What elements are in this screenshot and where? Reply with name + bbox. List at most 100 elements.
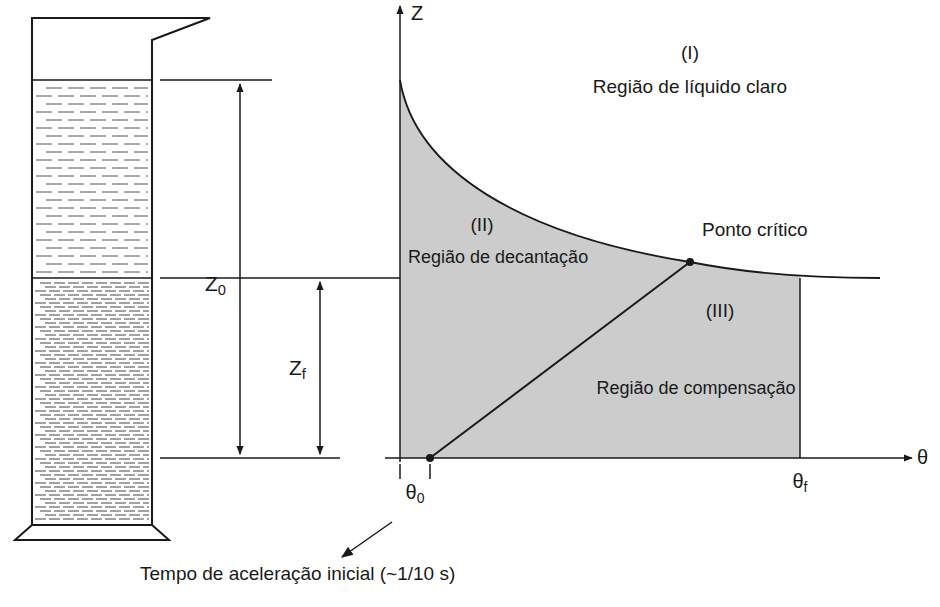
hatch-stroke bbox=[36, 144, 52, 145]
hatch-stroke bbox=[73, 407, 84, 408]
hatch-stroke bbox=[105, 387, 116, 388]
hatch-stroke bbox=[49, 303, 60, 304]
hatch-stroke bbox=[143, 287, 149, 288]
hatch-stroke bbox=[91, 483, 102, 484]
hatch-stroke bbox=[110, 343, 121, 344]
hatch-stroke bbox=[101, 383, 112, 384]
hatch-stroke bbox=[147, 351, 149, 352]
hatch-stroke bbox=[119, 399, 130, 400]
hatch-stroke bbox=[68, 343, 79, 344]
hatch-stroke bbox=[54, 343, 65, 344]
hatch-stroke bbox=[147, 495, 149, 496]
hatch-stroke bbox=[49, 315, 60, 316]
hatch-stroke bbox=[124, 475, 135, 476]
hatch-stroke bbox=[63, 327, 74, 328]
hatch-stroke bbox=[87, 383, 98, 384]
hatch-stroke bbox=[115, 419, 126, 420]
hatch-stroke bbox=[87, 479, 98, 480]
hatch-stroke bbox=[119, 459, 130, 460]
hatch-stroke bbox=[138, 331, 149, 332]
hatch-stroke bbox=[40, 499, 51, 500]
hatch-stroke bbox=[90, 184, 106, 185]
hatch-stroke bbox=[35, 459, 46, 460]
hatch-stroke bbox=[77, 471, 88, 472]
hatch-stroke bbox=[101, 491, 112, 492]
hatch-stroke bbox=[112, 136, 128, 137]
hatch-stroke bbox=[110, 451, 121, 452]
hatch-stroke bbox=[110, 355, 121, 356]
hatch-stroke bbox=[82, 415, 93, 416]
hatch-stroke bbox=[59, 359, 70, 360]
hatch-stroke bbox=[105, 447, 116, 448]
theta-axis bbox=[385, 457, 912, 459]
liquid-surface bbox=[32, 79, 152, 81]
hatch-stroke bbox=[101, 371, 112, 372]
hatch-stroke bbox=[91, 507, 102, 508]
hatch-stroke bbox=[101, 503, 112, 504]
hatch-stroke bbox=[40, 415, 51, 416]
hatch-stroke bbox=[45, 383, 56, 384]
hatch-stroke bbox=[143, 431, 149, 432]
hatch-stroke bbox=[45, 359, 56, 360]
hatch-stroke bbox=[110, 283, 121, 284]
hatch-stroke bbox=[35, 519, 46, 520]
hatch-stroke bbox=[147, 507, 149, 508]
hatch-stroke bbox=[82, 427, 93, 428]
reference-lines bbox=[160, 80, 400, 458]
hatch-stroke bbox=[147, 519, 149, 520]
hatch-stroke bbox=[129, 299, 140, 300]
hatch-stroke bbox=[133, 327, 144, 328]
axis-label: Z bbox=[411, 2, 423, 25]
hatch-stroke bbox=[102, 112, 118, 113]
hatch-stroke bbox=[105, 315, 116, 316]
hatch-stroke bbox=[87, 311, 98, 312]
hatch-stroke bbox=[119, 507, 130, 508]
hatch-stroke bbox=[146, 224, 148, 225]
hatch-stroke bbox=[134, 168, 148, 169]
hatch-stroke bbox=[80, 224, 96, 225]
hatch-stroke bbox=[112, 104, 128, 105]
axis-label: θ bbox=[917, 446, 928, 469]
hatch-stroke bbox=[147, 447, 149, 448]
hatch-stroke bbox=[119, 315, 130, 316]
hatch-stroke bbox=[146, 112, 148, 113]
hatch-stroke bbox=[87, 407, 98, 408]
hatch-stroke bbox=[146, 208, 148, 209]
hatch-stroke bbox=[73, 503, 84, 504]
shaded-region bbox=[400, 80, 800, 458]
hatch-stroke bbox=[143, 359, 149, 360]
hatch-stroke bbox=[77, 339, 88, 340]
hatch-stroke bbox=[112, 264, 128, 265]
point-label: Ponto crítico bbox=[702, 219, 808, 241]
hatch-stroke bbox=[138, 499, 149, 500]
hatch-stroke bbox=[96, 355, 107, 356]
hatch-stroke bbox=[68, 283, 79, 284]
hatch-stroke bbox=[58, 240, 74, 241]
settling-curve bbox=[400, 80, 880, 278]
hatch-stroke bbox=[102, 192, 118, 193]
hatch-stroke bbox=[115, 455, 126, 456]
hatch-stroke bbox=[80, 176, 96, 177]
hatch-stroke bbox=[96, 463, 107, 464]
hatch-stroke bbox=[115, 443, 126, 444]
hatch-stroke bbox=[36, 240, 52, 241]
hatch-stroke bbox=[82, 319, 93, 320]
hatch-stroke bbox=[91, 327, 102, 328]
hatch-stroke bbox=[82, 391, 93, 392]
hatch-stroke bbox=[49, 459, 60, 460]
hatch-stroke bbox=[105, 375, 116, 376]
hatch-stroke bbox=[45, 371, 56, 372]
hatch-stroke bbox=[112, 184, 128, 185]
hatch-stroke bbox=[112, 120, 128, 121]
region-number: (II) bbox=[470, 214, 493, 236]
hatch-stroke bbox=[91, 351, 102, 352]
hatch-stroke bbox=[36, 272, 52, 273]
hatch-stroke bbox=[133, 459, 144, 460]
hatch-stroke bbox=[115, 467, 126, 468]
hatch-stroke bbox=[54, 319, 65, 320]
hatch-stroke bbox=[54, 379, 65, 380]
hatch-stroke bbox=[68, 367, 79, 368]
hatch-stroke bbox=[49, 519, 60, 520]
hatch-stroke bbox=[77, 411, 88, 412]
